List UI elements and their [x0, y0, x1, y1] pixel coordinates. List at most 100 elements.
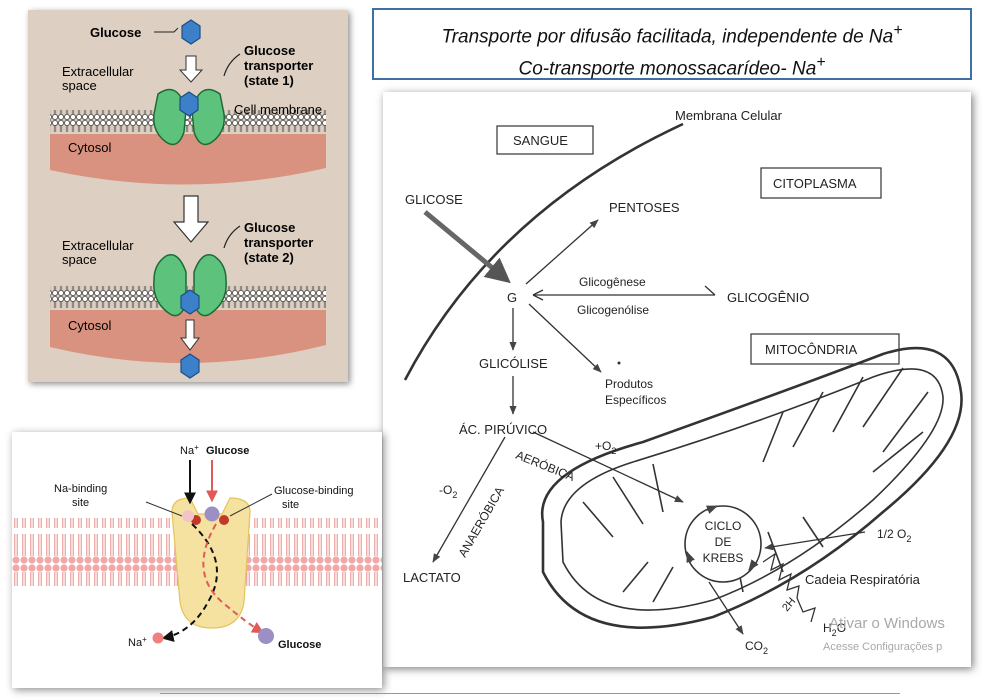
- glucose-transporter-state2: [153, 254, 227, 317]
- glucose-leader-line: [154, 27, 179, 33]
- krebs-cycle-circle: [684, 505, 762, 583]
- glut-diagram: Glucose Extracellular space Glucose tran…: [50, 19, 326, 379]
- h2o-pre: H: [823, 621, 832, 635]
- na-ion-released-icon: [152, 632, 164, 644]
- ac-piruvico-label: ÁC. PIRÚVICO: [459, 422, 547, 437]
- glucose-in-transporter-icon: [179, 91, 199, 117]
- transporter-state2-label-1: Glucose: [244, 220, 295, 235]
- plus-o2-main: +O: [595, 439, 611, 453]
- na-bottom-label: Na+: [128, 635, 147, 649]
- transporter-state1-label-2: transporter: [244, 58, 313, 73]
- title-line-2-text: Co-transporte monossacarídeo- Na: [518, 58, 817, 80]
- glut-transporter-panel: Glucose Extracellular space Glucose tran…: [28, 10, 348, 382]
- citoplasma-box: [760, 167, 882, 199]
- glicogenolise-arrowhead: [532, 289, 544, 296]
- cell-membrane-top: [50, 110, 326, 132]
- title-line-1-text: Transporte por difusão facilitada, indep…: [441, 26, 894, 48]
- krebs-arrowhead-1: [705, 505, 719, 514]
- g-label: G: [507, 290, 517, 305]
- na-ion-bound-icon: [182, 510, 194, 522]
- cytosol-label-bottom: Cytosol: [68, 318, 111, 333]
- plus-o2-label: +O2: [595, 439, 616, 456]
- minus-o2-main: -O: [439, 483, 452, 497]
- na-binding-label-2: site: [72, 497, 89, 509]
- entry-arrow-icon: [178, 55, 204, 83]
- sangue-box: [496, 125, 594, 155]
- glucose-transporter-state1: [153, 88, 225, 146]
- na-bottom-sup: +: [142, 635, 147, 644]
- glucose-transport-path: [202, 523, 265, 634]
- transporter-state2-label-2: transporter: [244, 235, 313, 250]
- title-line-2: Co-transporte monossacarídeo- Na+: [374, 50, 970, 82]
- mitochondrion-outer-membrane: [540, 346, 963, 629]
- two-h-label: 2H: [780, 595, 798, 614]
- h2o-sub: 2: [832, 628, 837, 638]
- na-bottom-main: Na: [128, 637, 143, 649]
- pentoses-label: PENTOSES: [609, 200, 680, 215]
- mitochondrion-cristae: [582, 367, 929, 603]
- transporter-state1-label-1: Glucose: [244, 43, 295, 58]
- title-line-1: Transporte por difusão facilitada, indep…: [374, 18, 970, 50]
- metabolism-diagram: Membrana Celular SANGUE CITOPLASMA GLICO…: [403, 108, 963, 656]
- glicogenio-label: GLICOGÊNIO: [727, 290, 809, 305]
- anaerobica-arrow: [432, 436, 506, 563]
- na-binding-leader-line: [145, 501, 183, 517]
- mitocondria-label: MITOCÔNDRIA: [765, 342, 858, 357]
- title-line-1-sup: +: [893, 22, 903, 39]
- transporter-state1-label-3: (state 1): [244, 73, 294, 88]
- extracellular-label-bottom-1: Extracellular: [62, 238, 134, 253]
- g-to-produtos-arrow: [528, 303, 602, 373]
- extracellular-label-bottom-2: space: [62, 252, 97, 267]
- watermark-line-1: Ativar o Windows: [829, 615, 945, 632]
- glicogenese-arrowhead: [704, 285, 716, 296]
- anaerobica-label: ANAERÓBICA: [455, 484, 507, 560]
- krebs-arrowhead-3: [686, 550, 695, 564]
- ciclo-label-2: DE: [715, 535, 732, 549]
- half-o2-label: 1/2 O2: [877, 527, 911, 544]
- extracellular-label-top-2: space: [62, 78, 97, 93]
- glucose-binding-leader-line: [229, 493, 273, 517]
- krebs-arrowhead-2: [748, 559, 759, 571]
- cell-membrane-curve: [403, 122, 684, 381]
- membrana-celular-label: Membrana Celular: [675, 108, 783, 123]
- half-o2-sub: 2: [906, 534, 911, 544]
- g-to-pentoses-arrow: [525, 219, 599, 285]
- glucose-label: Glucose: [90, 25, 141, 40]
- cytosol-region-top: [50, 134, 326, 185]
- glicogenese-label: Glicogênese: [579, 275, 646, 289]
- aerobica-label: AERÓBICA: [514, 447, 577, 484]
- sglt-cotransport-panel: Na+ Glucose Na-binding site Glucose-bind…: [12, 432, 382, 688]
- cytosol-label-top: Cytosol: [68, 140, 111, 155]
- plus-o2-sub: 2: [611, 446, 616, 456]
- co2-arrow: [708, 581, 744, 635]
- cell-membrane-label: Cell membrane: [234, 102, 322, 117]
- citoplasma-label: CITOPLASMA: [773, 176, 857, 191]
- glucose-bottom-label: Glucose: [278, 639, 321, 651]
- half-o2-main: 1/2 O: [877, 527, 906, 541]
- glicogenolise-label: Glicogenólise: [577, 303, 649, 317]
- state2-leader-line: [223, 225, 241, 249]
- title-line-2-sup: +: [816, 54, 826, 72]
- minus-o2-label: -O2: [439, 483, 457, 500]
- glicose-label: GLICOSE: [405, 192, 463, 207]
- glucose-binding-label-2: site: [282, 499, 299, 511]
- transporter-state2-label-3: (state 2): [244, 250, 294, 265]
- co2-sub: 2: [763, 646, 768, 656]
- glicogenolise-arrowhead-2: [532, 294, 544, 301]
- glicolise-label: GLICÓLISE: [479, 356, 548, 371]
- cotransporter-protein: [171, 497, 251, 629]
- extracellular-label-top-1: Extracellular: [62, 64, 134, 79]
- state-change-arrow-icon: [172, 195, 210, 243]
- h2o-label: H2O: [823, 621, 846, 638]
- produtos-label-2: Específicos: [605, 393, 666, 407]
- co2-label: CO2: [745, 639, 768, 656]
- co2-main: CO: [745, 639, 763, 653]
- glucose-released-icon: [258, 628, 274, 644]
- bottom-divider: [160, 693, 900, 694]
- na-top-sup: +: [194, 443, 199, 452]
- na-binding-label-1: Na-binding: [54, 483, 107, 495]
- na-top-label: Na+: [180, 443, 199, 457]
- glucose-binding-site-icon: [219, 515, 229, 525]
- cadeia-label: Cadeia Respiratória: [805, 572, 921, 587]
- sangue-label: SANGUE: [513, 133, 568, 148]
